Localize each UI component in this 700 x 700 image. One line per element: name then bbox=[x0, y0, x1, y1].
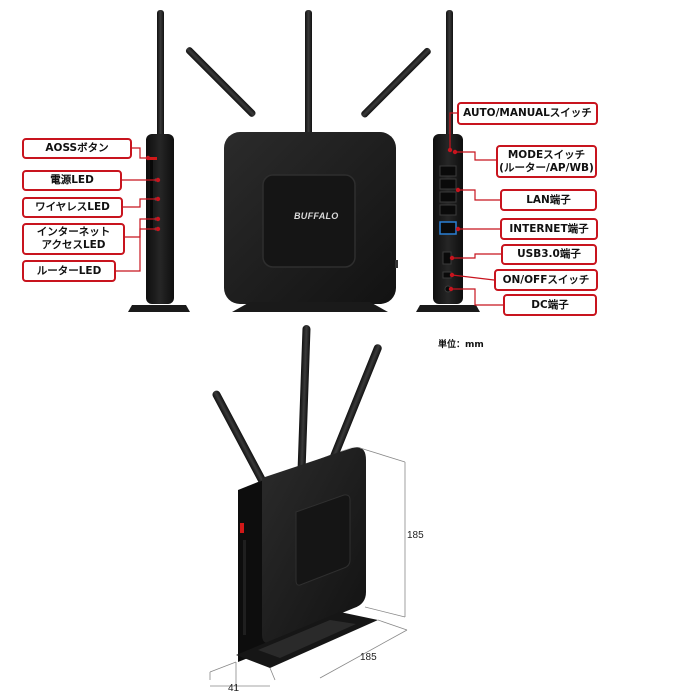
router-right-side-view bbox=[416, 10, 480, 312]
router-left-side-view bbox=[128, 10, 190, 312]
callout-label: ワイヤレスLED bbox=[35, 201, 110, 213]
antenna bbox=[446, 10, 453, 138]
antenna-right bbox=[361, 47, 431, 118]
led-column bbox=[243, 540, 246, 635]
callout-usb3-port: USB3.0端子 bbox=[501, 244, 597, 265]
callout-label: ルーターLED bbox=[36, 264, 102, 277]
front-panel bbox=[262, 174, 356, 268]
side-port bbox=[395, 260, 398, 268]
dimension-width: 41 bbox=[228, 683, 240, 694]
callout-label-line2: アクセスLED bbox=[41, 239, 106, 251]
callout-power-led: 電源LED bbox=[22, 170, 122, 191]
router-stand bbox=[416, 305, 480, 312]
antenna-left bbox=[212, 390, 267, 485]
dimension-height: 185 bbox=[407, 530, 424, 541]
callout-internet-access-led: インターネット アクセスLED bbox=[22, 223, 125, 255]
router-stand bbox=[128, 305, 190, 312]
callout-mode-switch: MODEスイッチ (ルーター/AP/WB) bbox=[496, 145, 597, 178]
callout-label: AOSSボタン bbox=[45, 142, 109, 154]
callout-label: AUTO/MANUALスイッチ bbox=[463, 107, 592, 119]
lan-port-2 bbox=[439, 178, 457, 190]
callout-dc-port: DC端子 bbox=[503, 294, 597, 316]
right-callout-lines bbox=[449, 112, 503, 306]
antenna-center bbox=[297, 325, 311, 475]
onoff-switch bbox=[442, 271, 452, 279]
callout-label: ON/OFFスイッチ bbox=[502, 273, 590, 286]
antenna-left bbox=[185, 47, 256, 117]
internet-port bbox=[439, 221, 457, 235]
callout-label: USB3.0端子 bbox=[517, 248, 581, 260]
brand-logo: BUFFALO bbox=[294, 211, 339, 221]
callout-label: DC端子 bbox=[531, 298, 569, 311]
callout-aoss-button: AOSSボタン bbox=[22, 138, 132, 159]
front-panel bbox=[295, 494, 351, 586]
dimension-depth: 185 bbox=[360, 652, 377, 663]
accent-stripe bbox=[240, 523, 244, 533]
callout-auto-manual-switch: AUTO/MANUALスイッチ bbox=[457, 102, 598, 125]
callout-label: LAN端子 bbox=[526, 193, 571, 206]
callout-label: 電源LED bbox=[50, 174, 94, 186]
router-perspective-view bbox=[212, 325, 382, 668]
lan-port-4 bbox=[439, 204, 457, 216]
callout-onoff-switch: ON/OFFスイッチ bbox=[494, 269, 598, 291]
usb-port bbox=[442, 251, 452, 265]
callout-router-led: ルーターLED bbox=[22, 260, 116, 282]
callout-wireless-led: ワイヤレスLED bbox=[22, 197, 123, 218]
unit-label: 単位：mm bbox=[438, 340, 484, 350]
antenna-center bbox=[305, 10, 312, 135]
lan-port-1 bbox=[439, 165, 457, 177]
callout-label-line1: インターネット bbox=[36, 226, 111, 238]
left-callout-lines bbox=[115, 147, 158, 272]
lan-port-3 bbox=[439, 191, 457, 203]
callout-label-line2: (ルーター/AP/WB) bbox=[499, 161, 594, 174]
aoss-button-accent bbox=[149, 157, 157, 160]
led-strip bbox=[150, 160, 153, 230]
router-stand bbox=[232, 302, 388, 312]
router-front-view bbox=[185, 10, 431, 312]
dimension-lines bbox=[209, 447, 408, 690]
callout-lan-port: LAN端子 bbox=[500, 189, 597, 211]
antenna-right bbox=[329, 344, 382, 461]
callout-label: INTERNET端子 bbox=[509, 222, 589, 235]
callout-internet-port: INTERNET端子 bbox=[500, 218, 598, 240]
antenna bbox=[157, 10, 164, 138]
callout-label-line1: MODEスイッチ bbox=[507, 148, 586, 161]
